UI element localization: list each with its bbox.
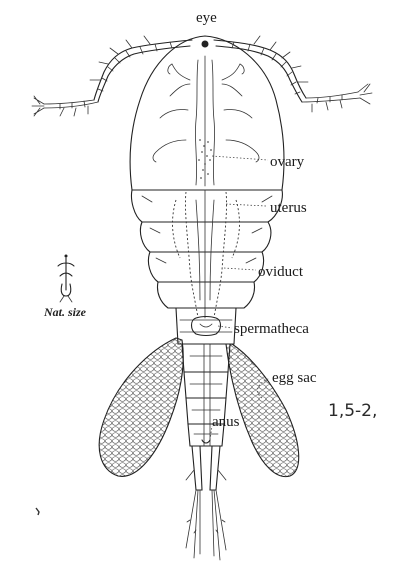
label-nat-size: Nat. size	[43, 305, 87, 319]
furca	[186, 446, 226, 560]
stray-mark	[36, 508, 39, 515]
leader-uterus	[226, 204, 266, 206]
label-oviduct: oviduct	[258, 264, 304, 280]
leader-oviduct	[224, 268, 256, 270]
label-ovary: ovary	[270, 154, 305, 170]
genital-segment	[176, 308, 236, 344]
label-spermatheca: spermatheca	[234, 321, 309, 337]
abdomen	[182, 344, 230, 446]
label-uterus: uterus	[270, 200, 307, 216]
left-antenna	[32, 36, 192, 116]
label-anus: anus	[212, 414, 240, 430]
leader-ovary	[212, 156, 268, 160]
label-eye: eye	[196, 10, 217, 26]
label-egg-sac: egg sac	[272, 370, 317, 386]
eye-spot	[202, 41, 209, 48]
right-egg-sac	[226, 344, 299, 477]
natural-size-icon	[58, 255, 74, 303]
cephalothorax	[130, 36, 284, 190]
thorax-segments	[131, 190, 282, 318]
size-annotation: 1,5-2,	[328, 401, 377, 421]
left-egg-sac	[99, 338, 183, 476]
